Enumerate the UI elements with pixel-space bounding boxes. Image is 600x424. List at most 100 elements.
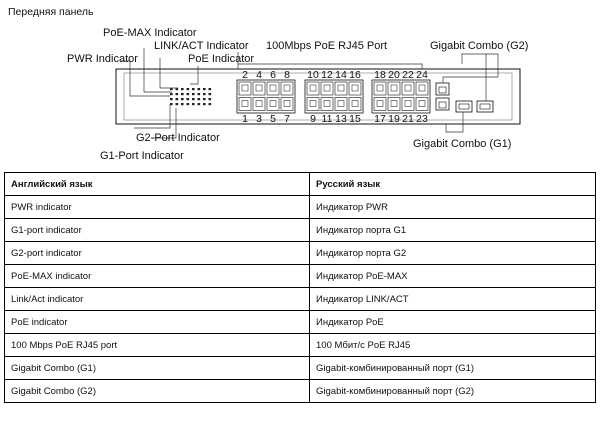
sfp-ports — [455, 100, 494, 113]
port-number: 18 — [374, 69, 386, 81]
rj45-port-inner — [283, 100, 291, 107]
port-number: 6 — [270, 69, 276, 81]
rj45-port-inner — [351, 100, 359, 107]
cell-russian: Gigabit-комбинированный порт (G2) — [309, 379, 596, 403]
port-number: 7 — [284, 113, 290, 125]
combo-rj45-ports — [435, 82, 450, 111]
cell-english: Gigabit Combo (G1) — [4, 356, 310, 380]
cell-english: 100 Mbps PoE RJ45 port — [4, 333, 310, 357]
port-number: 11 — [322, 113, 333, 125]
led-dot — [208, 93, 212, 96]
header-russian: Русский язык — [309, 172, 596, 196]
cell-russian: Индикатор PoE-MAX — [309, 264, 596, 288]
led-dot — [181, 98, 184, 101]
led-dot — [197, 98, 201, 101]
rj45-port-inner — [404, 84, 412, 92]
port-number: 17 — [374, 113, 386, 125]
led-dot — [203, 103, 206, 106]
led-dot — [186, 93, 190, 96]
label-g2-combo: Gigabit Combo (G2) — [430, 40, 528, 52]
led-dot — [208, 98, 212, 101]
cell-russian: Индикатор PWR — [309, 195, 596, 219]
led-dot — [203, 98, 206, 101]
port-number: 5 — [270, 113, 276, 125]
translation-table: Английский язык Русский язык PWR indicat… — [4, 172, 596, 403]
port-number: 23 — [416, 113, 428, 125]
label-poe: PoE Indicator — [188, 53, 254, 65]
led-dot — [203, 93, 206, 96]
led-dot — [181, 93, 184, 96]
rj45-port-inner — [418, 100, 426, 107]
led-dot — [181, 103, 184, 106]
port-number: 14 — [335, 69, 347, 81]
cell-english: PoE-MAX indicator — [4, 264, 310, 288]
section-title: Передняя панель — [8, 6, 94, 18]
cell-english: G2-port indicator — [4, 241, 310, 265]
port-number: 21 — [402, 113, 414, 125]
led-dot — [186, 88, 190, 91]
led-dot — [175, 103, 179, 106]
label-link-act: LINK/ACT Indicator — [154, 40, 249, 52]
cell-english: PoE indicator — [4, 310, 310, 334]
led-indicator-grid — [170, 88, 212, 106]
cell-english: Link/Act indicator — [4, 287, 310, 311]
port-number: 22 — [402, 69, 414, 81]
cell-russian: 100 Мбит/с PoE RJ45 — [309, 333, 596, 357]
rj45-port-inner — [309, 84, 317, 92]
port-number: 15 — [349, 113, 361, 125]
chassis-inner — [123, 72, 513, 121]
label-g1-port: G1-Port Indicator — [100, 150, 184, 162]
rj45-port-inner — [241, 100, 249, 107]
rj45-port-inner — [418, 84, 426, 92]
rj45-port-block — [236, 79, 431, 114]
rj45-port-inner — [351, 84, 359, 92]
led-dot — [203, 88, 206, 91]
led-dot — [175, 88, 179, 91]
port-number: 3 — [256, 113, 262, 125]
cell-russian: Индикатор порта G1 — [309, 218, 596, 242]
rj45-port-inner — [404, 100, 412, 107]
led-dot — [175, 93, 179, 96]
led-dot — [170, 103, 173, 106]
cell-russian: Gigabit-комбинированный порт (G1) — [309, 356, 596, 380]
cell-russian: Индикатор PoE — [309, 310, 596, 334]
led-dot — [170, 93, 173, 96]
rj45-port-inner — [309, 100, 317, 107]
label-pwr: PWR Indicator — [67, 53, 138, 65]
cell-english: G1-port indicator — [4, 218, 310, 242]
rj45-port-inner — [241, 84, 249, 92]
label-g2-port: G2-Port Indicator — [136, 132, 220, 144]
led-dot — [170, 88, 173, 91]
cell-english: Gigabit Combo (G2) — [4, 379, 310, 403]
rj45-port-inner — [323, 100, 331, 107]
rj45-port-inner — [269, 100, 277, 107]
port-number: 24 — [416, 69, 428, 81]
led-dot — [192, 98, 195, 101]
port-number: 16 — [349, 69, 361, 81]
table-header-row: Английский язык Русский язык — [4, 172, 596, 196]
led-dot — [197, 103, 201, 106]
rj45-port-inner — [255, 100, 263, 107]
cell-russian: Индикатор порта G2 — [309, 241, 596, 265]
cell-russian: Индикатор LINK/ACT — [309, 287, 596, 311]
port-number: 8 — [284, 69, 290, 81]
label-rj45: 100Mbps PoE RJ45 Port — [266, 40, 387, 52]
led-dot — [208, 88, 212, 91]
rj45-port-inner — [283, 84, 291, 92]
led-dot — [197, 93, 201, 96]
rj45-port-inner — [390, 100, 398, 107]
rj45-port-inner — [337, 100, 345, 107]
cell-english: PWR indicator — [4, 195, 310, 219]
led-dot — [197, 88, 201, 91]
rj45-port-inner — [269, 84, 277, 92]
rj45-port-inner — [323, 84, 331, 92]
port-number: 4 — [256, 69, 262, 81]
